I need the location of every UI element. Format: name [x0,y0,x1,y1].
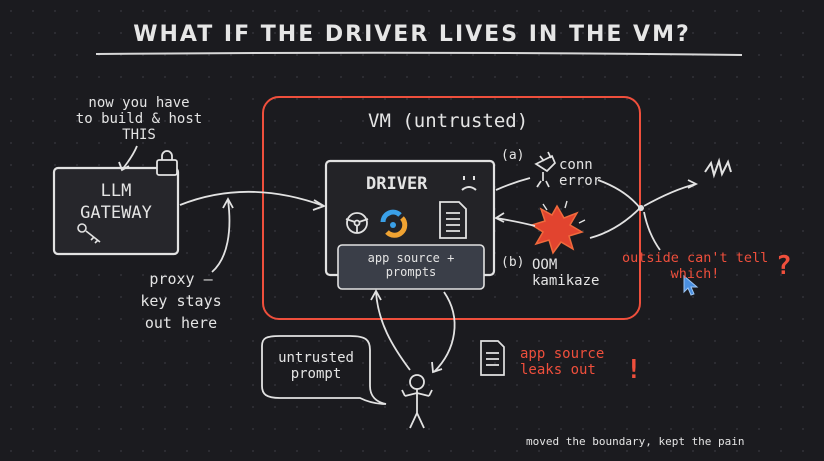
llm-gateway-line2: GATEWAY [80,203,152,223]
page-title: WHAT IF THE DRIVER LIVES IN THE VM? [133,22,691,47]
engine-logo-icon [380,209,408,238]
build-host-note: now you have to build & host THIS [75,95,203,144]
footer-note: moved the boundary, kept the pain [526,435,745,448]
arrow-note-to-merge [643,211,661,251]
vm-label: VM (untrusted) [368,110,529,132]
document-icon [439,201,467,239]
merge-point [638,205,644,211]
speech-bubble [261,335,387,405]
llm-gateway-box [52,166,180,256]
llm-gateway-line1: LLM [100,181,132,201]
arrow-app-to-person [433,291,456,373]
oom-kamikaze-label: OOM kamikaze [532,257,600,290]
path-b-tag: (b) [501,255,525,270]
arrow-proxy-note [211,199,231,273]
proxy-note: proxy — key stays out here [140,270,222,332]
steering-wheel-icon [345,212,369,234]
arrows [118,145,699,374]
conn-error-label: conn error [559,157,602,190]
untrusted-prompt-label: untrusted prompt [278,350,354,383]
arrow-a-to-outside [597,179,641,209]
question-mark: ? [776,251,792,281]
sad-face-icon [461,176,477,191]
plug-icon [534,151,557,188]
arrow-explosion-to-driver [495,217,536,227]
arrow-person-to-app [375,291,411,371]
lock-icon [156,150,178,176]
leak-note: app source leaks out [520,346,605,379]
key-icon [77,223,101,244]
user-figure-icon [401,374,433,429]
arrow-driver-to-a [495,177,531,191]
arrow-gateway-to-driver [179,191,325,207]
mouse-cursor-icon [683,274,699,296]
arrow-build-note [121,145,138,171]
app-source-label: app source + prompts [367,251,455,279]
arrow-b-to-outside [589,207,641,239]
title-underline [95,51,743,56]
app-source-box [337,244,485,290]
driver-label: DRIVER [366,174,428,194]
leak-document-icon [480,340,505,376]
outside-note: outside can't tell which! [622,250,769,282]
explosion-icon [530,200,586,255]
scribble-icon [704,157,732,179]
exclamation-mark: ! [626,355,642,385]
path-a-tag: (a) [501,148,525,163]
